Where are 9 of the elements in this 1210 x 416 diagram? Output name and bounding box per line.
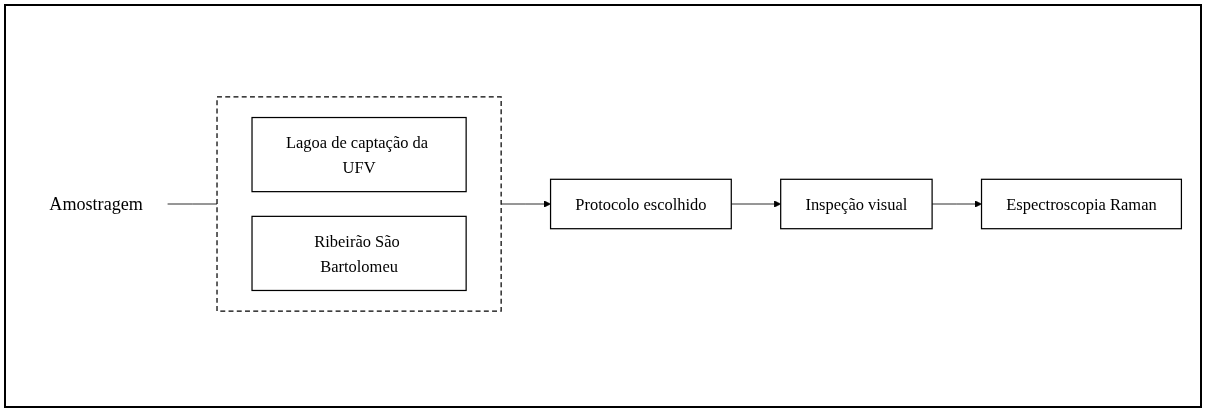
cluster xyxy=(216,96,502,312)
node-box xyxy=(251,116,467,193)
diagram-frame: Lagoa de captação da UFV Ribeirão São Bartolomeu Amostragem Protocolo escolhido Inspeção visual Espectroscopia Raman xyxy=(4,4,1202,408)
node-box xyxy=(251,215,467,292)
node-box xyxy=(549,178,732,230)
connector xyxy=(167,203,218,205)
node-text: Amostragem xyxy=(49,193,143,215)
node-box xyxy=(980,178,1183,230)
node-box xyxy=(780,178,933,230)
